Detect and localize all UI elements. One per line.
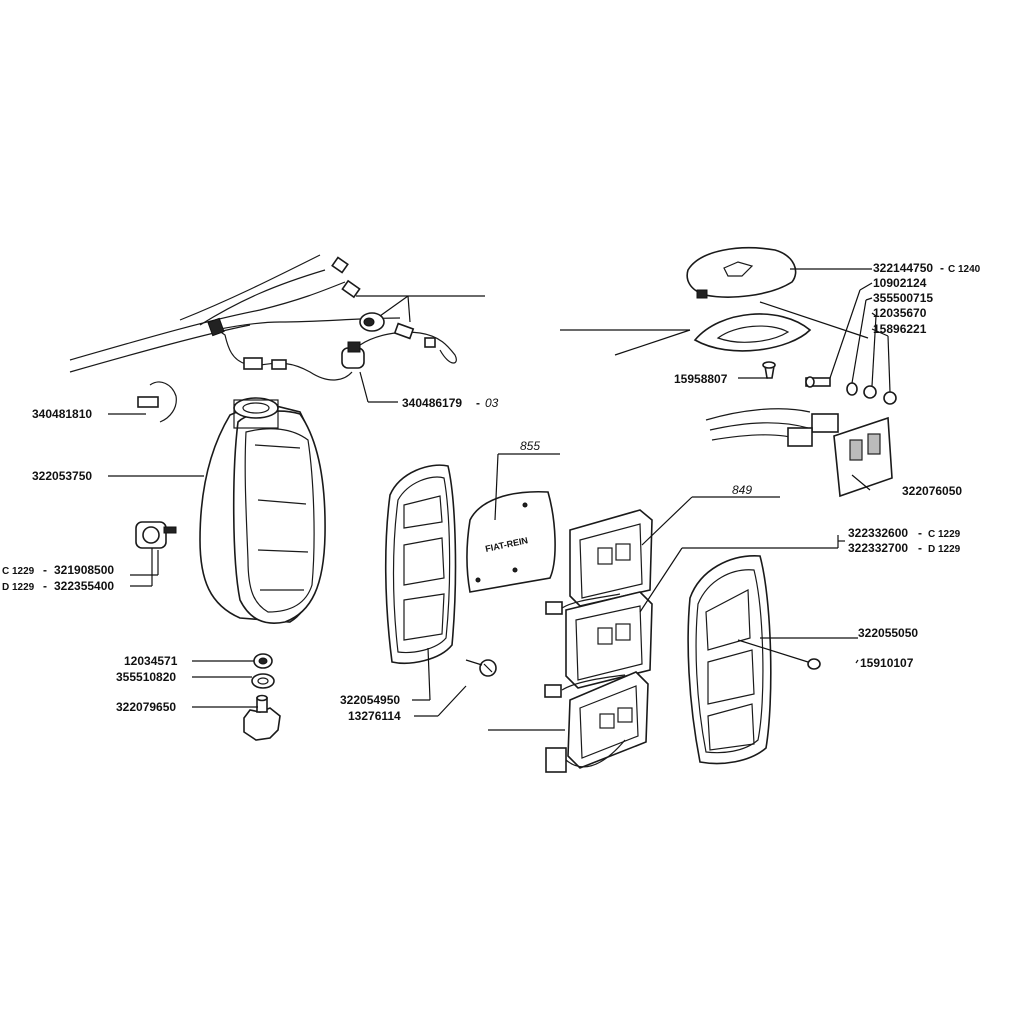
label-322144750-variant: C 1240: [948, 264, 981, 275]
leader-lines-harness: [356, 295, 485, 403]
screw-15910107: [737, 639, 821, 670]
label-322144750: 322144750: [873, 261, 933, 275]
label-322079650: 322079650: [116, 700, 176, 714]
fastener-set: [805, 376, 897, 405]
label-340486179-suffix: 03: [485, 396, 499, 410]
label-855: 855: [520, 439, 540, 453]
label-322055050: 322055050: [858, 626, 918, 640]
reflector-plate-855: FIAT-REIN: [466, 490, 556, 593]
label-15910107: 15910107: [860, 656, 914, 670]
lamp-housing-322053750: [199, 397, 326, 624]
label-321908500-variant: C 1229: [2, 566, 35, 577]
label-12034571: 12034571: [124, 654, 178, 668]
leader-lines: [108, 268, 891, 731]
label-dash-2: -: [476, 396, 480, 410]
label-dash-1: -: [940, 261, 944, 275]
screw-13276114: [465, 659, 497, 677]
label-10902124: 10902124: [873, 276, 927, 290]
part-labels: 322144750 - C 1240 10902124 355500715 12…: [2, 261, 981, 723]
label-dash-6: -: [43, 579, 47, 593]
label-321908500: 321908500: [54, 563, 114, 577]
wire-connectors: [705, 408, 839, 447]
lamp-socket-321908500: [135, 521, 177, 549]
label-322332600-variant: C 1229: [928, 529, 961, 540]
clip-340481810: [137, 381, 177, 423]
gasket-322054950: [384, 464, 457, 664]
bracket-plate: [560, 301, 869, 356]
label-322355400-variant: D 1229: [2, 582, 35, 593]
label-322053750: 322053750: [32, 469, 92, 483]
nut-and-washer-set: [251, 653, 275, 689]
knob-322079650: [243, 694, 281, 741]
label-dash-4: -: [918, 541, 922, 555]
label-322332700-variant: D 1229: [928, 544, 961, 555]
screw-15958807: [762, 361, 776, 379]
wiring-harness: [69, 254, 457, 381]
label-15958807: 15958807: [674, 372, 728, 386]
lamp-modules-849: [544, 509, 653, 773]
label-15896221: 15896221: [873, 322, 927, 336]
label-12035670: 12035670: [873, 306, 927, 320]
label-322332700: 322332700: [848, 541, 908, 555]
label-dash-5: -: [43, 563, 47, 577]
label-340481810: 340481810: [32, 407, 92, 421]
label-355500715: 355500715: [873, 291, 933, 305]
label-322054950: 322054950: [340, 693, 400, 707]
label-dash-3: -: [918, 526, 922, 540]
lens-322055050: [687, 555, 772, 765]
label-322355400: 322355400: [54, 579, 114, 593]
bulb-socket-340486179: [341, 312, 436, 369]
label-322332600: 322332600: [848, 526, 908, 540]
label-355510820: 355510820: [116, 670, 176, 684]
cover-322144750: [686, 247, 797, 299]
plate-322076050: [833, 416, 893, 498]
label-322076050: 322076050: [902, 484, 962, 498]
label-13276114: 13276114: [348, 709, 401, 723]
label-340486179: 340486179: [402, 396, 462, 410]
label-849: 849: [732, 483, 752, 497]
